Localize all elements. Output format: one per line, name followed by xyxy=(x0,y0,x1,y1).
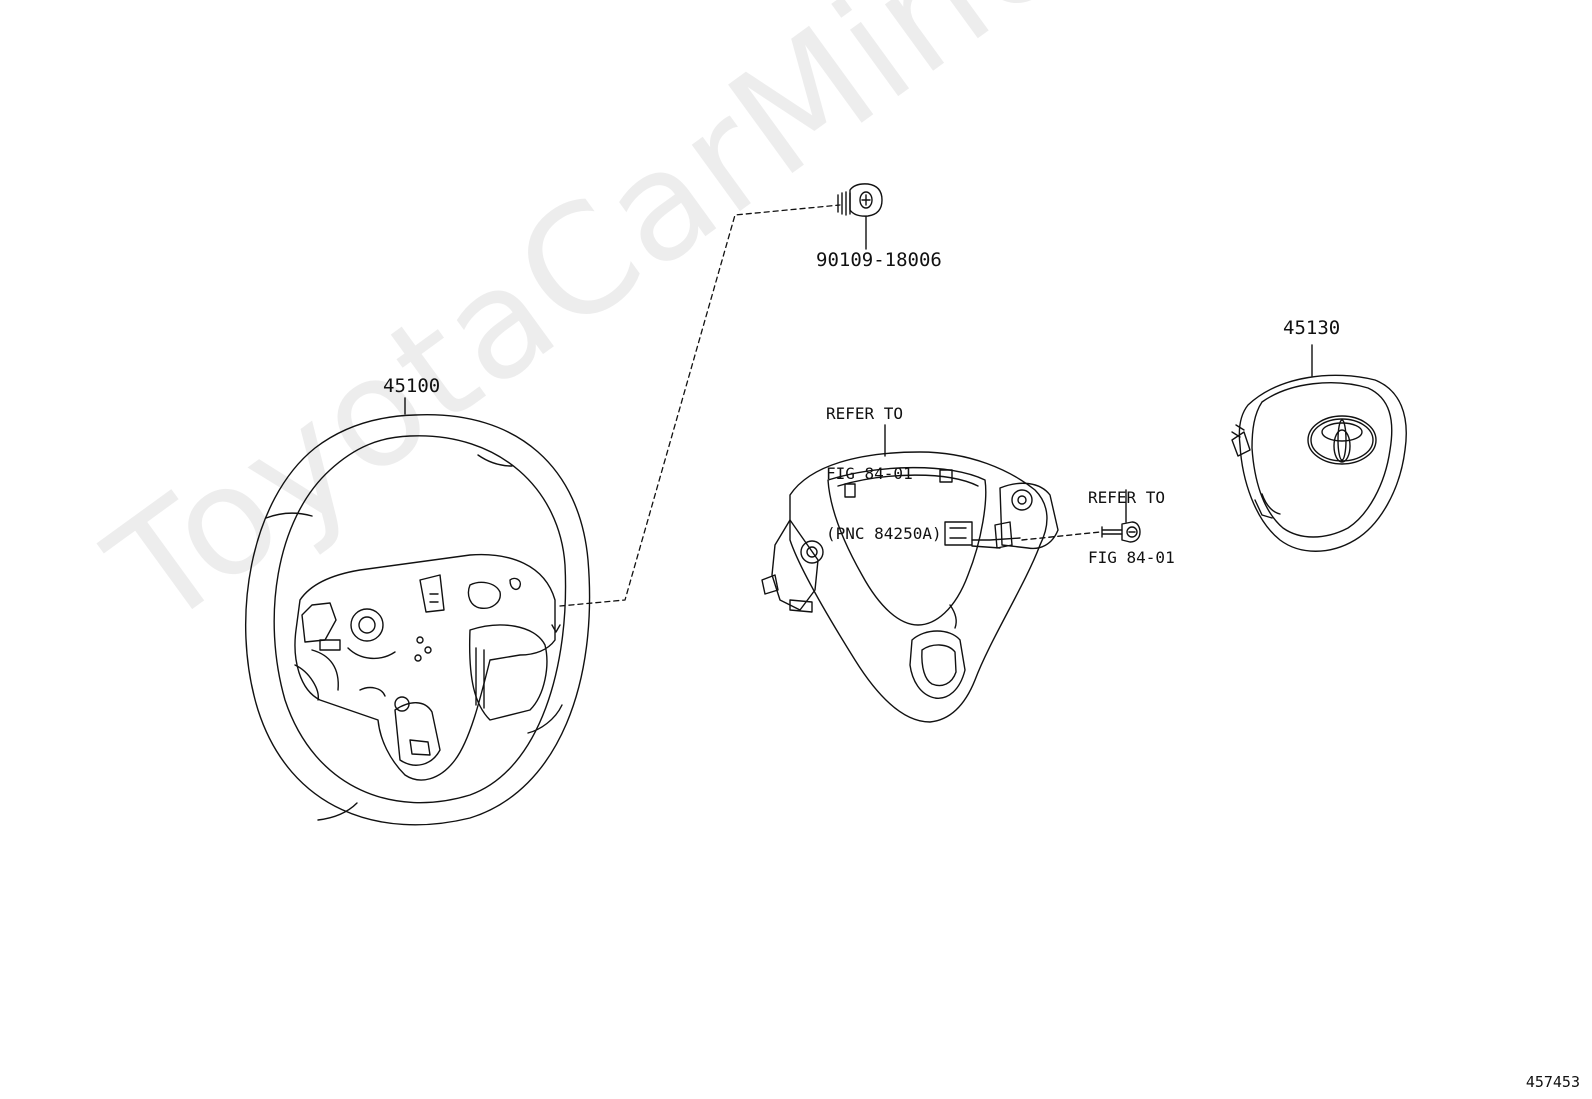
bolt-part-number: 90109-18006 xyxy=(816,249,942,271)
airbag-icon xyxy=(1231,374,1407,552)
switch-ref-line2: FIG 84-01 xyxy=(1088,548,1175,567)
figure-number: 457453 xyxy=(1525,1073,1580,1091)
steering-wheel-icon xyxy=(245,414,591,826)
steering-cover-icon xyxy=(761,451,1059,723)
cover-ref-line3: (PNC 84250A) xyxy=(826,524,942,543)
cover-ref-line2: FIG 84-01 xyxy=(826,464,913,483)
bolt-icon xyxy=(837,183,883,217)
screw-dashed-line xyxy=(1021,531,1101,541)
switch-ref-note: REFER TO FIG 84-01 xyxy=(1088,448,1175,588)
cover-ref-note: REFER TO FIG 84-01 (PNC 84250A) xyxy=(826,364,942,564)
airbag-part-number: 45130 xyxy=(1283,317,1341,339)
screw-icon xyxy=(1101,521,1141,543)
steering-wheel-part-number: 45100 xyxy=(383,375,441,397)
cover-ref-line1: REFER TO xyxy=(826,404,904,423)
switch-ref-line1: REFER TO xyxy=(1088,488,1166,507)
assembly-dashed-line xyxy=(559,204,841,607)
